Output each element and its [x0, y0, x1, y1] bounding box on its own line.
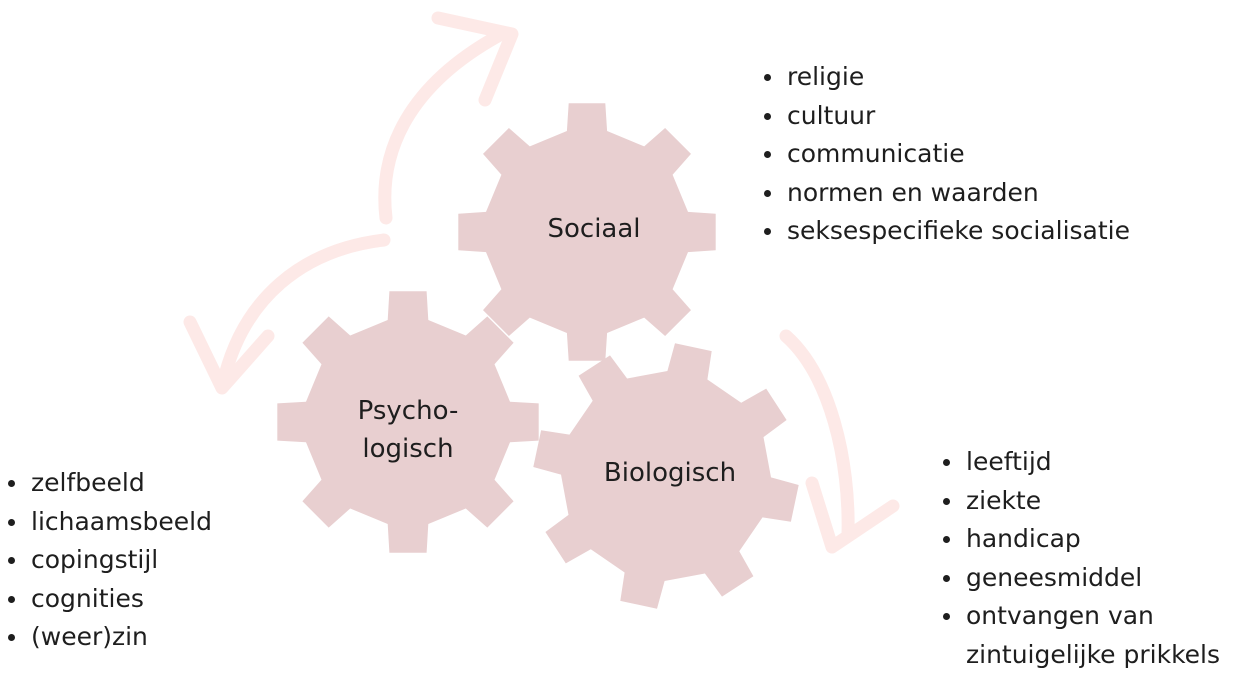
list-item: seksespecifieke socialisatie — [761, 212, 1130, 251]
arrow-up-right-head — [431, 11, 519, 107]
gear-psychologisch — [277, 291, 539, 553]
gear-sociaal — [458, 103, 716, 361]
arrow-up-right — [378, 29, 505, 225]
list-item: copingstijl — [5, 541, 212, 580]
list-item: ziekte — [940, 482, 1220, 521]
gear-biologisch — [533, 343, 799, 609]
list-item: cognities — [5, 580, 212, 619]
list-item: religie — [761, 58, 1130, 97]
list-item: ontvangen van — [940, 597, 1220, 636]
gear-label-text: Sociaal — [547, 214, 641, 244]
list-item: normen en waarden — [761, 174, 1130, 213]
gear-label-text: Biologisch — [603, 458, 737, 488]
list-sociaal: religie cultuur communicatie normen en w… — [761, 58, 1130, 251]
list-item: lichaamsbeeld — [5, 503, 212, 542]
gear-label-line: Psycho- — [357, 396, 459, 426]
list-psychologisch: zelfbeeld lichaamsbeeld copingstijl cogn… — [5, 464, 212, 657]
arrow-down-right — [779, 329, 855, 542]
gear-label-psychologisch: Psycho- logisch — [318, 392, 498, 468]
list-biologisch: leeftijd ziekte handicap geneesmiddel on… — [940, 443, 1220, 674]
gear-label-line: logisch — [362, 434, 454, 464]
arrow-down-left — [218, 233, 391, 382]
arrow-down-left-head — [183, 315, 275, 395]
list-item: zelfbeeld — [5, 464, 212, 503]
list-item: geneesmiddel — [940, 559, 1220, 598]
list-item: communicatie — [761, 135, 1130, 174]
gear-label-sociaal: Sociaal — [504, 210, 684, 248]
list-item: cultuur — [761, 97, 1130, 136]
list-item: handicap — [940, 520, 1220, 559]
list-item: (weer)zin — [5, 618, 212, 657]
cycle-arrows — [183, 11, 900, 554]
list-item-continuation: zintuigelijke prikkels — [966, 639, 1221, 669]
list-item: leeftijd — [940, 443, 1220, 482]
arrow-down-right-head — [805, 476, 900, 554]
gear-label-biologisch: Biologisch — [580, 454, 760, 492]
